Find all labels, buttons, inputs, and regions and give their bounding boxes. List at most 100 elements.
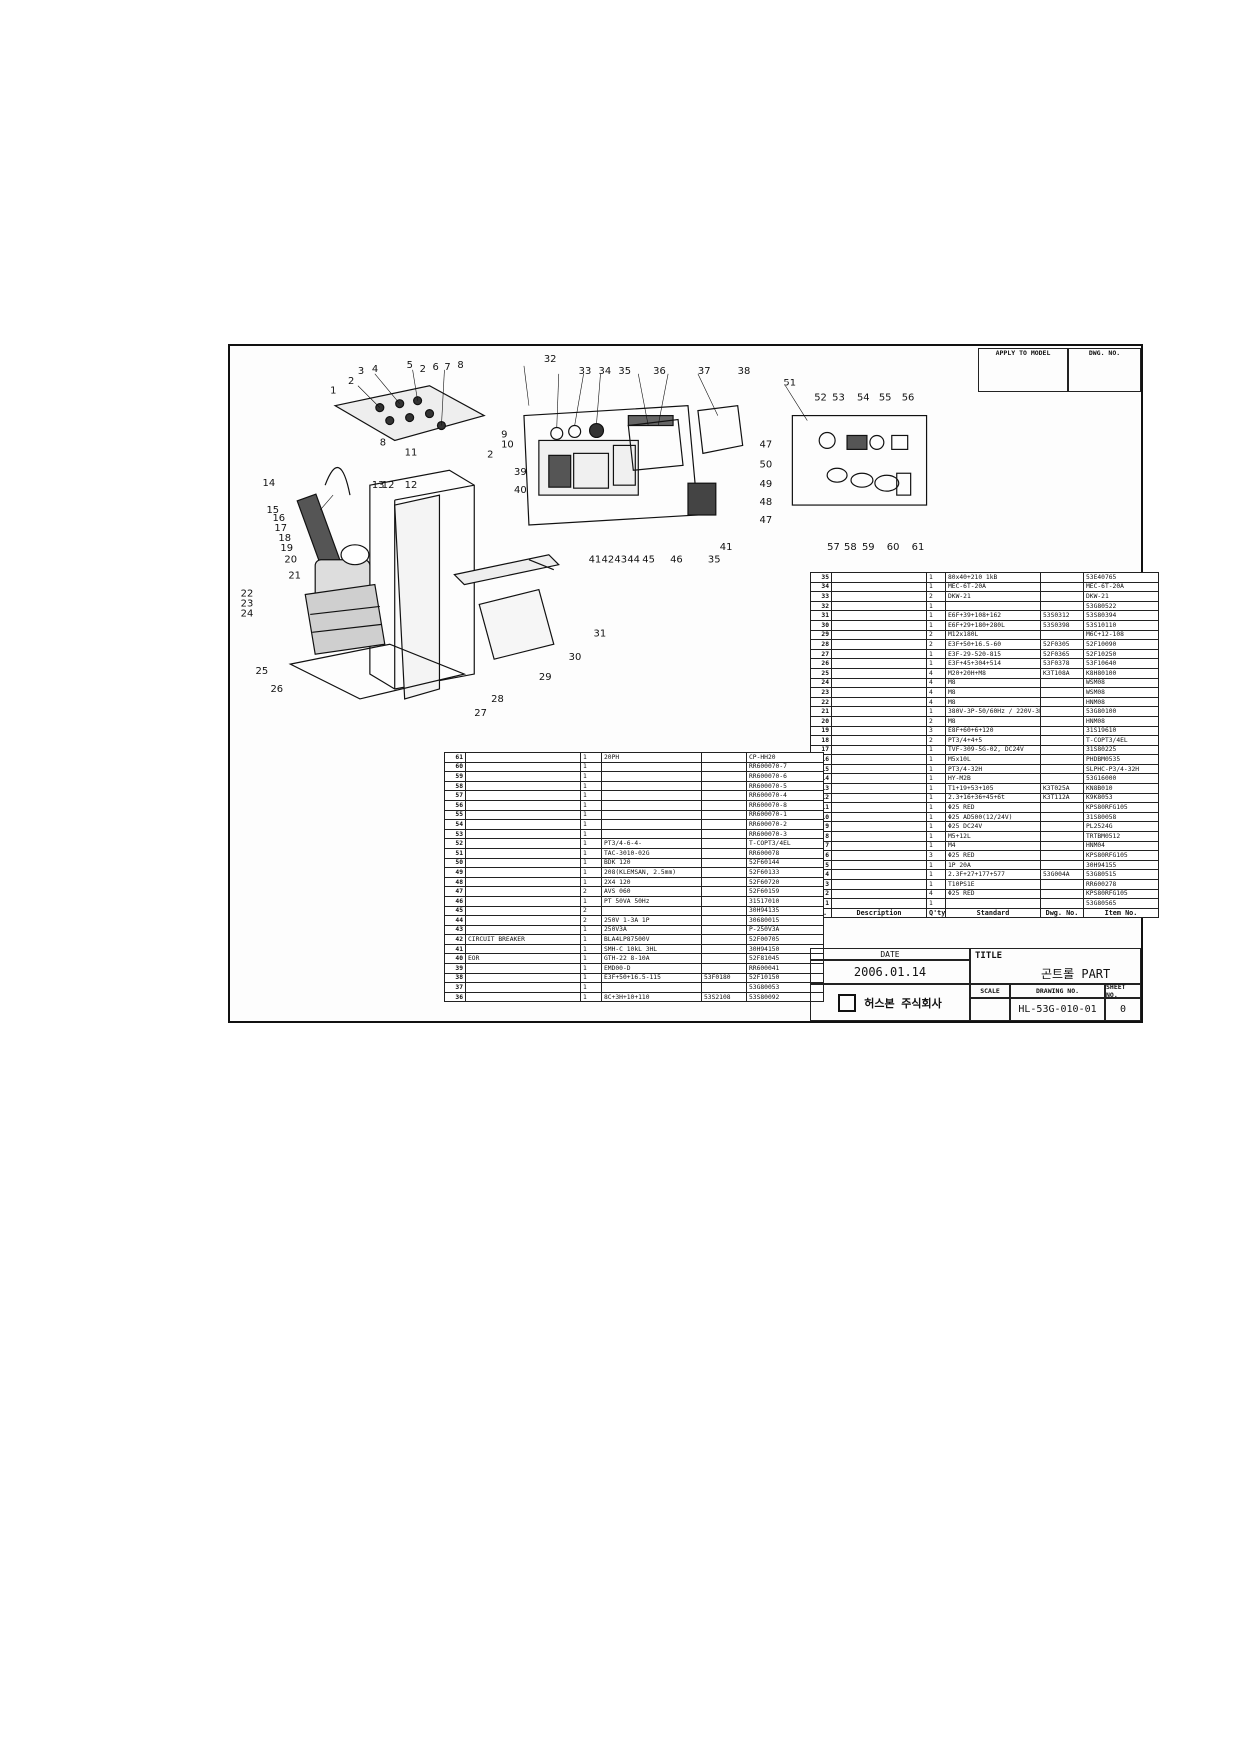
part-item-no: RR600070-5 [746,780,824,792]
callout-label: 39 [514,467,527,478]
part-dwg-no [701,982,747,993]
part-number: 60 [444,761,466,773]
callout-label: 56 [902,393,915,404]
part-dwg-no [1040,888,1084,900]
callout-label: 29 [539,672,552,683]
part-number: 24 [810,677,832,689]
callout-label: 20 [284,555,297,566]
callout-label: 49 [760,479,773,490]
part-item-no: 52F60144 [746,857,824,869]
callout-label: 40 [514,485,527,496]
part-dwg-no: 53S0312 [1040,610,1084,621]
part-description [831,773,927,785]
part-quantity: 1 [926,581,946,593]
part-standard: PT3/4-32H [945,763,1041,775]
part-standard: GTH-22 8-10A [601,953,702,965]
drawing-number: HL-53G-010-01 [1018,1004,1097,1015]
part-quantity: 1 [580,867,602,878]
part-item-no: K8H80100 [1083,667,1159,679]
header-dwg-no: Dwg. No. [1040,907,1084,919]
part-number: 23 [810,687,832,698]
part-description [465,867,581,878]
part-dwg-no [1040,572,1084,583]
part-description [831,802,927,813]
part-quantity: 1 [580,991,602,1003]
part-standard [601,799,702,811]
part-standard [601,790,702,801]
part-description [831,763,927,775]
part-dwg-no [701,886,747,897]
part-dwg-no [1040,802,1084,813]
part-dwg-no [1040,715,1084,727]
part-number: 46 [444,895,466,907]
part-dwg-no [701,761,747,773]
part-description [465,790,581,801]
part-description [465,943,581,955]
part-number: 20 [810,715,832,727]
title-cell: TITLE 곤트롤 PART [970,948,1141,984]
callout-label: 46 [670,555,683,566]
part-quantity: 2 [580,915,602,926]
part-description: CIRCUIT BREAKER [465,934,581,945]
part-description [465,828,581,840]
part-number: 26 [810,658,832,669]
part-number: 36 [444,991,466,1003]
part-description [465,972,581,984]
part-item-no: RR600070-4 [746,790,824,801]
date-cell: 2006.01.14 [810,960,970,984]
part-item-no: MEC-6T-20A [1083,581,1159,593]
part-standard: 80x40+210 1kB [945,572,1041,583]
part-quantity: 1 [926,600,946,612]
callout-label: 16 [272,513,285,524]
drawing-date: 2006.01.14 [853,965,927,979]
scale-label-cell: SCALE [970,984,1010,998]
header-standard: Standard [945,907,1041,919]
part-number: 47 [444,886,466,897]
part-description [831,715,927,727]
part-description [831,687,927,698]
part-dwg-no [1040,773,1084,785]
part-quantity: 1 [926,648,946,660]
company-logo-icon [838,993,857,1012]
part-item-no: 53S80394 [1083,610,1159,621]
callout-label: 2 [348,376,354,387]
part-quantity: 1 [580,761,602,773]
sheet-no-label-cell: SHEET NO. [1105,983,1141,999]
cabinet-body [369,469,475,690]
part-item-no: RR600070-6 [746,771,824,782]
part-description [465,761,581,773]
callout-label: 6 [432,362,438,373]
callout-label: 33 [579,366,592,377]
part-standard: M8 [945,715,1041,727]
part-quantity: 2 [926,591,946,602]
part-description [465,963,581,974]
part-standard: 2.3F+27+177+577 [945,869,1041,880]
part-description [465,895,581,907]
header-description: Description [831,907,927,919]
part-dwg-no [1040,581,1084,593]
part-dwg-no [1040,879,1084,890]
part-standard [945,600,1041,612]
part-dwg-no [701,799,747,811]
part-standard: E6F+29+180+280L [945,619,1041,631]
part-standard: E3F+50+16.5-60 [945,639,1041,650]
part-description [465,857,581,869]
callout-label: 11 [405,447,418,458]
part-dwg-no [701,809,747,821]
part-quantity: 4 [926,888,946,900]
part-description [831,677,927,689]
